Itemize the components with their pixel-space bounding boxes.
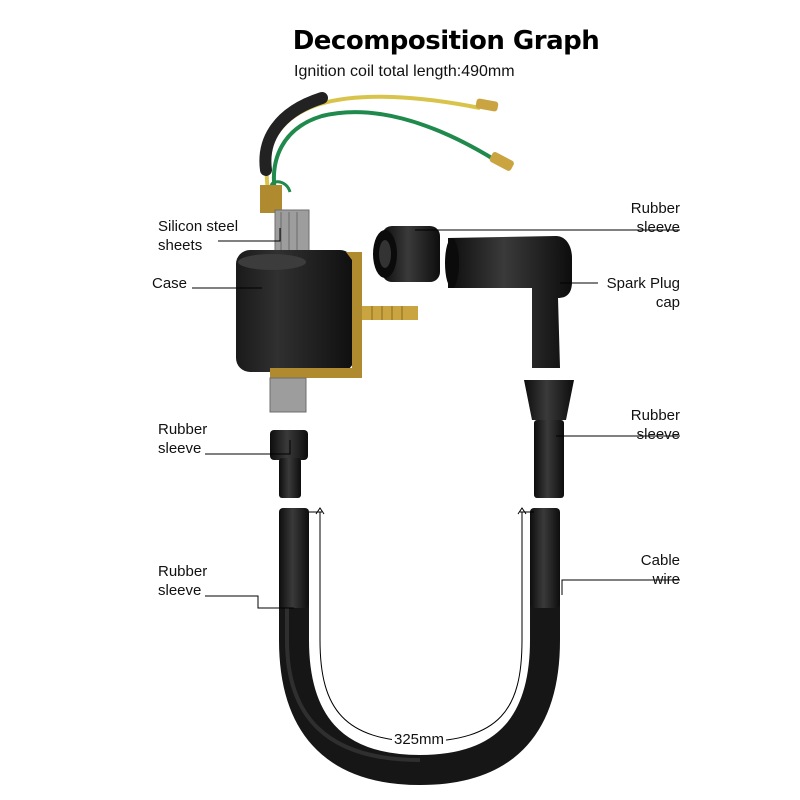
- label-spark-plug-cap: Spark Plug cap: [606, 275, 680, 311]
- label-rubber-sleeve-left-upper: Rubber sleeve: [158, 421, 208, 457]
- label-rubber-sleeve-left-lower: Rubber sleeve: [158, 563, 208, 599]
- label-cable-wire: Cable wire: [640, 552, 680, 588]
- label-case: Case: [152, 275, 188, 292]
- coil-case: [236, 250, 418, 378]
- leader-lines: [192, 228, 680, 609]
- cable-sleeve-left: [279, 508, 309, 608]
- rubber-sleeve-right-top-part: [373, 226, 440, 282]
- rubber-sleeve-right-mid-part: [524, 380, 574, 498]
- label-silicon-steel-sheets: Silicon steel sheets: [158, 218, 239, 254]
- cable-wire-part: [279, 512, 560, 786]
- label-rubber-sleeve-right-top: Rubber sleeve: [630, 200, 680, 236]
- rubber-sleeve-left-upper-part: [270, 430, 308, 498]
- dimension-label: 325mm: [392, 731, 447, 748]
- page-title: Decomposition Graph: [292, 26, 600, 56]
- mounting-bolt: [362, 306, 418, 320]
- dimension-lines: [309, 507, 534, 743]
- label-rubber-sleeve-right-mid: Rubber sleeve: [630, 407, 680, 443]
- page-subtitle: Ignition coil total length:490mm: [294, 63, 515, 80]
- spark-plug-cap-part: [445, 236, 572, 368]
- lead-wires: [259, 92, 514, 193]
- steel-sheets-bottom: [269, 377, 307, 413]
- cable-sleeve-right: [530, 508, 560, 608]
- terminal-bracket: [260, 185, 282, 213]
